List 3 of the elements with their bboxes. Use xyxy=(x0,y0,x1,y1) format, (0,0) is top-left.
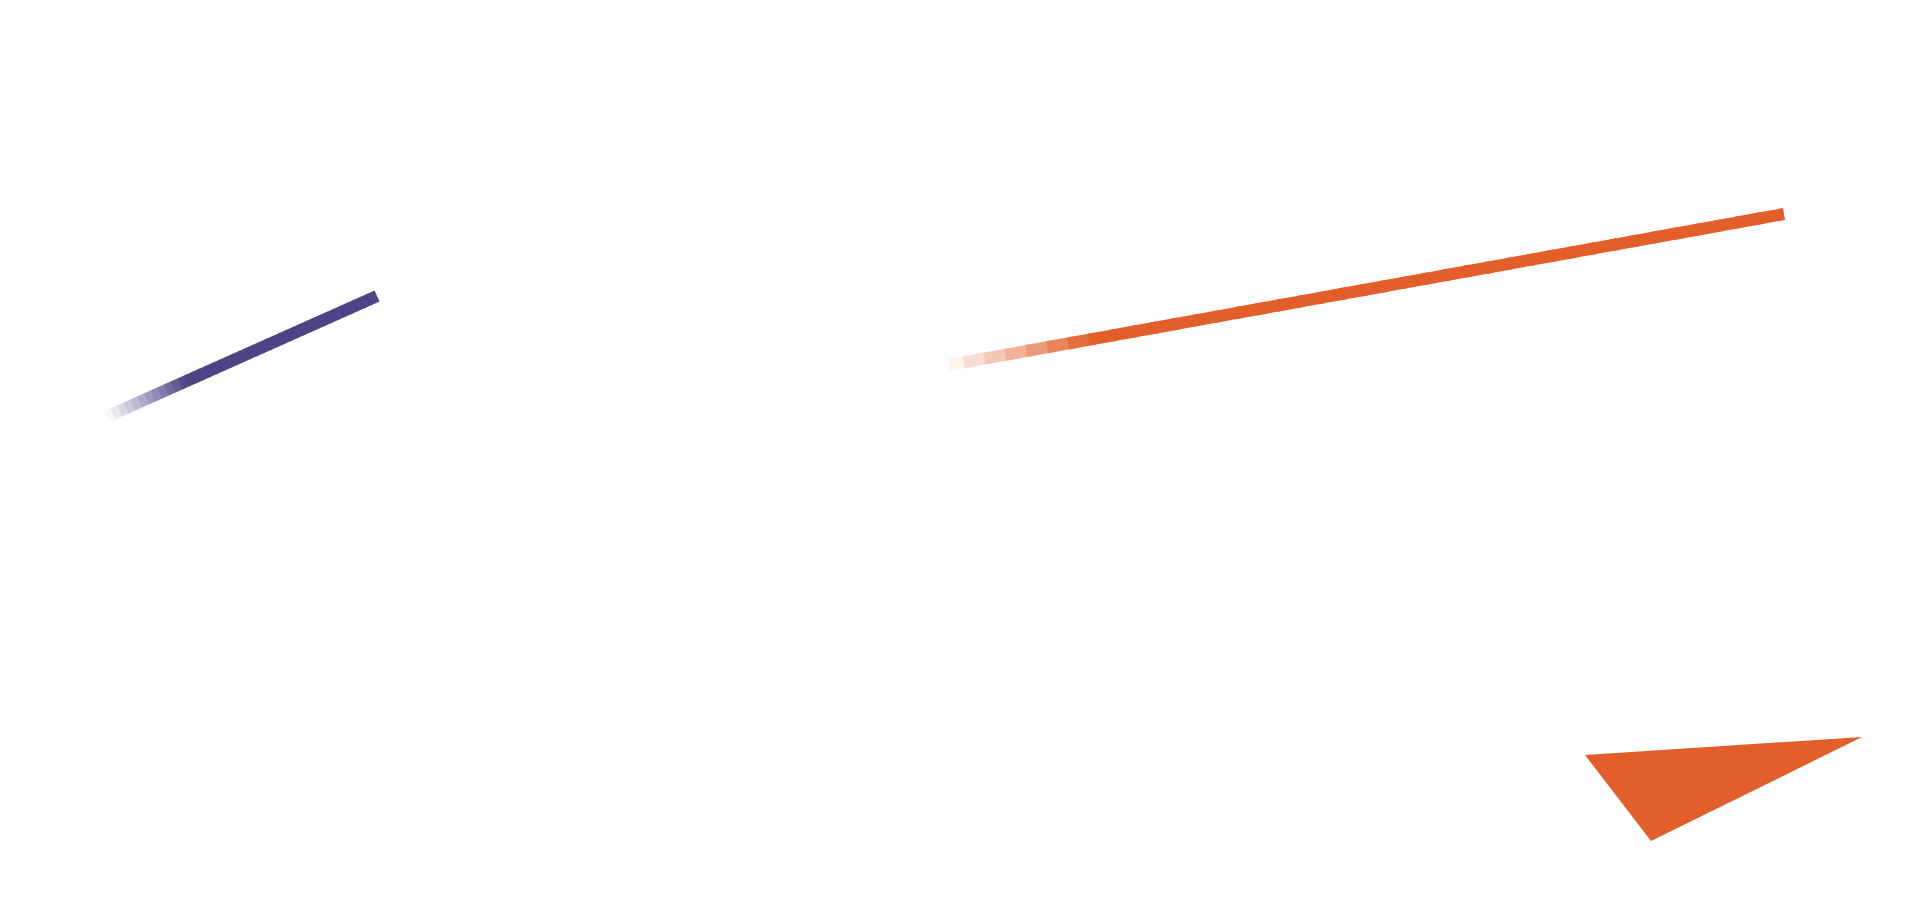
diagonal-stripe xyxy=(105,290,380,422)
diagonal-stripe xyxy=(947,208,1786,371)
triangle-shape xyxy=(1585,737,1862,841)
